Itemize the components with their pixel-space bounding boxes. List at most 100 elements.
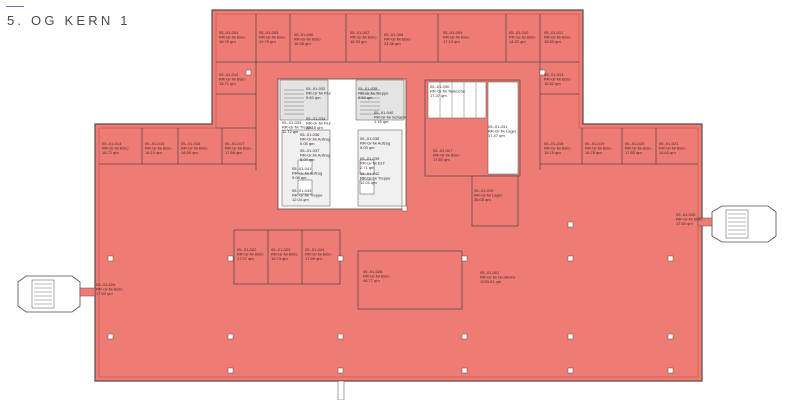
room-sub: RR-Gr-fw Flur <box>306 121 332 126</box>
room-sub: RR-Gr-fw Aufzug <box>292 171 322 176</box>
room-area: 17.60 qm <box>433 157 450 162</box>
room-sub: RR-Gr-fw Flur <box>306 91 332 96</box>
room-area: 18.82 qm <box>544 81 561 86</box>
room-area: 16.62 qm <box>659 150 676 155</box>
room-area: 26.08 qm <box>474 197 491 202</box>
room-label: 05.-01-035 <box>358 86 378 91</box>
room-area: 13.18 qm <box>306 125 323 130</box>
room-label: 05.-01-017 <box>225 141 245 146</box>
room-area: 2.71 qm <box>360 165 375 170</box>
room-area: 17.60 qm <box>676 221 693 226</box>
room-area: 16.78 qm <box>585 150 602 155</box>
room-area: 12.01 qm <box>360 180 377 185</box>
room-sub: RR-Gr-fw Büro <box>659 146 686 151</box>
room-label: 05.-01-040 <box>374 110 394 115</box>
room-label: 05.-01-027 <box>433 148 453 153</box>
room-label: 05.-01-015 <box>145 141 165 146</box>
office-walls-right-wing <box>539 128 698 170</box>
core-stair-nw <box>279 79 329 121</box>
room-label: 05.-01-018 <box>544 141 564 146</box>
room-sub: RR-Gr-fw Büro <box>384 37 411 42</box>
room-area: 18.71 qm <box>219 81 236 86</box>
room-sub: RR-Gr-fw Treppe <box>282 125 313 130</box>
room-area: 1.16 qm <box>374 119 389 124</box>
office-walls-top <box>216 14 579 129</box>
meeting-room <box>357 250 463 310</box>
room-label: 05.-01-001 <box>480 270 500 275</box>
room-label: 05.-01-004 <box>219 30 239 35</box>
room-label: 05.-01-021 <box>659 141 679 146</box>
room-area: 18.95 qm <box>294 41 311 46</box>
room-label: 05.-01-029 <box>474 188 494 193</box>
lift-3 <box>359 159 375 175</box>
room-area: 17.37 qm <box>430 93 447 98</box>
outer-wall-inner-line <box>98 13 699 378</box>
room-area: 48.77 qm <box>363 278 380 283</box>
room-area: 18.10 qm <box>145 150 162 155</box>
room-label: 05.-01-005 <box>259 30 279 35</box>
room-sub: RR-Gr-fw Büro <box>219 35 246 40</box>
room-label: 05.-01-011 <box>544 30 564 35</box>
room-sub: RR-Gr-fw Büro <box>145 146 172 151</box>
room-sub: RR-Gr-fw Treppe <box>360 176 391 181</box>
lift-2 <box>297 179 313 195</box>
room-area: 24.36 qm <box>384 41 401 46</box>
room-sub: RR-Gr-fw Büro <box>237 252 264 257</box>
room-sub: RR-Gr-fw ELT <box>360 161 386 166</box>
room-area: 11.72 qm <box>282 129 299 134</box>
room-label: 05.-01-028 <box>363 269 383 274</box>
room-area: 18.72 qm <box>102 150 119 155</box>
core-stair-ne <box>355 79 405 121</box>
room-area: 18.70 qm <box>219 39 236 44</box>
room-sub: RR-Gr-fw Büro <box>544 77 571 82</box>
room-label: 05.-01-016 <box>181 141 201 146</box>
wc-block <box>427 81 487 119</box>
lift-1 <box>297 159 313 175</box>
room-area: 17.47 qm <box>488 133 505 138</box>
room-area: 14.22 qm <box>509 39 526 44</box>
columns <box>107 69 674 374</box>
room-sub: RR-Gr-fw Büro <box>443 35 470 40</box>
room-label: 05.-01-025 <box>676 212 696 217</box>
entrance-marker <box>337 380 345 400</box>
room-label: 05.-01-039 <box>360 156 380 161</box>
room-area: 8.54 qm <box>358 95 373 100</box>
room-label: 05.-01-009 <box>443 30 463 35</box>
wc-partitions <box>439 82 477 118</box>
room-label: 05.-01-006 <box>294 32 314 37</box>
room-area: 19.75 qm <box>259 39 276 44</box>
room-sub: RR-Gr-fw Büro <box>544 146 571 151</box>
room-area: 15.73 qm <box>271 256 288 261</box>
room-label: 05.-01-041 <box>292 166 312 171</box>
